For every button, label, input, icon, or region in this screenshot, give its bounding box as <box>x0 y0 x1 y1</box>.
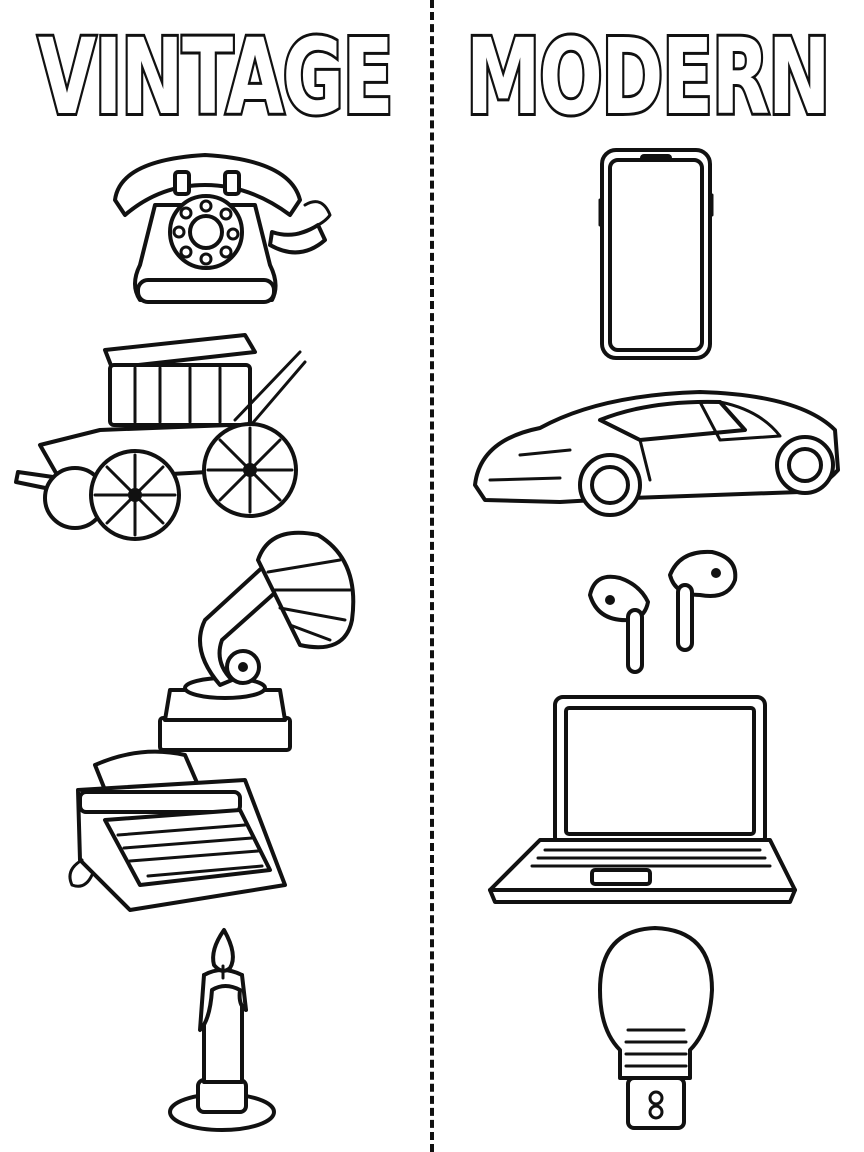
light-bulb-icon <box>598 926 714 1130</box>
typewriter-icon <box>68 749 287 912</box>
earbuds-icon <box>588 549 738 674</box>
horse-carriage-icon <box>14 333 307 541</box>
sports-car-icon <box>473 390 840 517</box>
rotary-telephone-icon <box>113 153 332 304</box>
dashed-divider <box>430 0 434 1152</box>
smartphone-icon <box>598 148 714 360</box>
gramophone-icon <box>158 530 356 752</box>
candle-icon <box>168 928 276 1132</box>
laptop-icon <box>488 695 797 904</box>
